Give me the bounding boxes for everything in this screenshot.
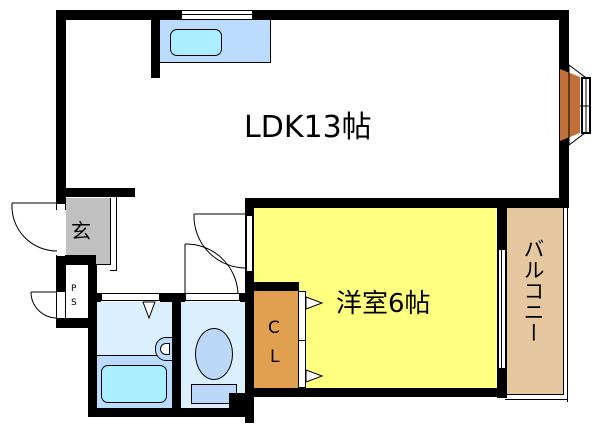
- western-room-label: 洋室6帖: [336, 289, 431, 319]
- balcony-window: [498, 250, 506, 368]
- wall: [88, 265, 97, 417]
- closet-door-divider: [298, 340, 306, 341]
- bathtub-icon: [101, 365, 167, 403]
- wall: [56, 188, 135, 197]
- toilet-door[interactable]: [185, 293, 240, 301]
- wall: [172, 293, 181, 417]
- entrance-label: 玄: [71, 219, 91, 243]
- pipe-space: [66, 272, 88, 327]
- wall: [88, 408, 254, 417]
- wash-basin-inner: [160, 343, 170, 355]
- wall: [254, 282, 299, 291]
- ps-label-p: P: [71, 284, 77, 294]
- wall: [245, 388, 505, 397]
- bathroom-door[interactable]: [101, 293, 160, 301]
- kitchen-sink-icon: [170, 29, 222, 56]
- window-top: [182, 10, 252, 20]
- entrance: [66, 198, 111, 265]
- balcony-window-frame: [501, 250, 502, 368]
- ldk-label: LDK13帖: [244, 110, 372, 145]
- ldk-room: [62, 14, 560, 197]
- balcony-label: バルコニー: [521, 238, 545, 343]
- ps-door-opening: [57, 292, 65, 318]
- wall: [56, 10, 569, 20]
- wall: [56, 318, 96, 328]
- closet-label-c: C: [268, 318, 280, 338]
- wall: [56, 255, 96, 265]
- balcony-railing: [565, 206, 568, 402]
- wall: [245, 198, 569, 208]
- wall: [160, 293, 185, 302]
- toilet-bowl-icon: [195, 328, 233, 380]
- wall: [240, 293, 254, 302]
- balcony-bottom-line: [505, 399, 567, 400]
- closet: [254, 291, 298, 388]
- wall: [245, 198, 254, 423]
- wall: [96, 293, 101, 302]
- wall: [56, 10, 66, 210]
- entrance-door-opening: [57, 203, 65, 257]
- wall: [151, 17, 160, 78]
- closet-label-l: L: [270, 347, 280, 367]
- wall: [229, 393, 254, 417]
- entrance-step-outline: [110, 197, 117, 271]
- closet-door[interactable]: [298, 291, 306, 388]
- western-room-door-opening: [246, 215, 253, 272]
- window-top-pane: [182, 14, 252, 15]
- ps-label-s: S: [71, 298, 77, 308]
